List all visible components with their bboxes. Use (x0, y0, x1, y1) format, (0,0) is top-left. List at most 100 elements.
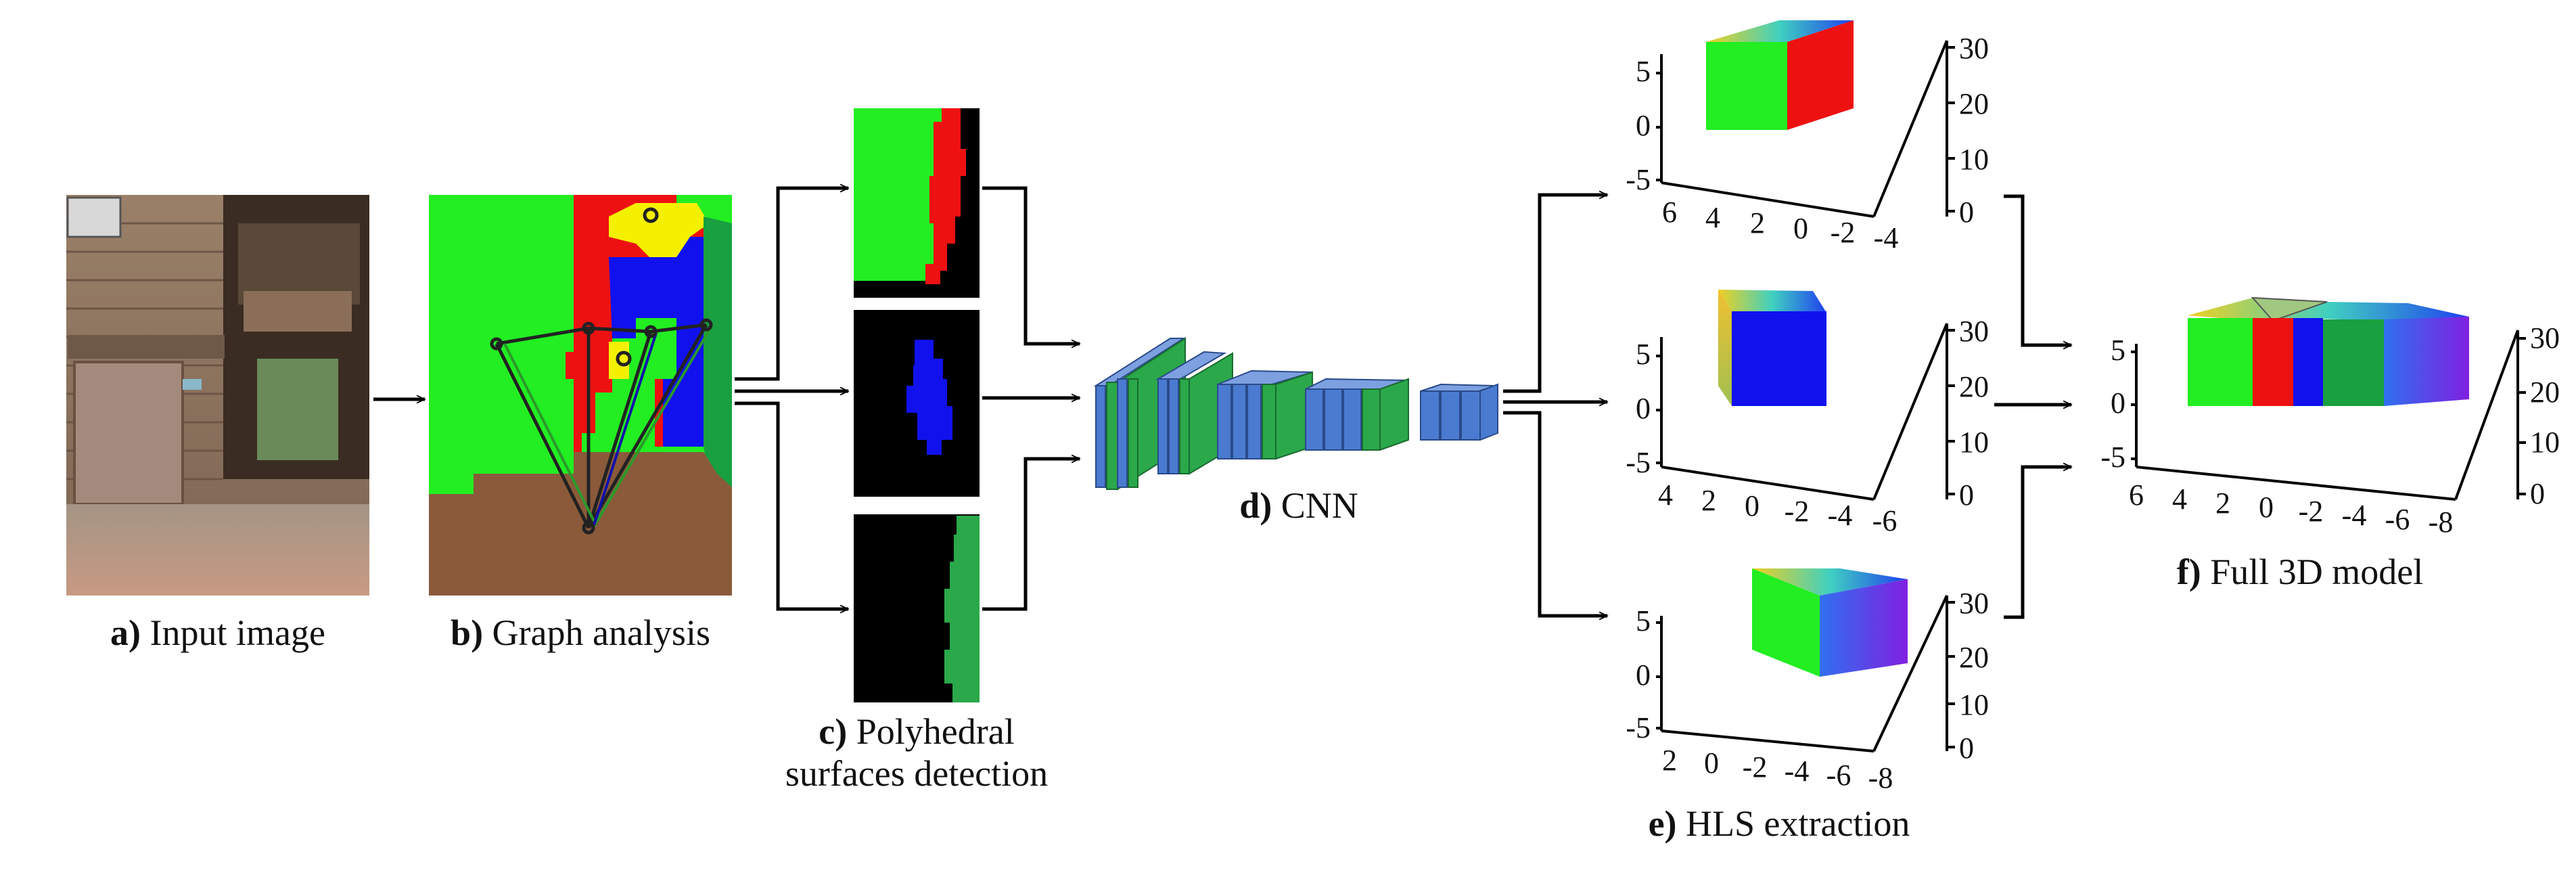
arrow-c1-to-d (982, 186, 1080, 344)
caption-text-d: CNN (1281, 485, 1358, 526)
caption-input-image: a) Input image (66, 612, 369, 654)
caption-letter-f: f) (2176, 552, 2201, 592)
e2-y-tick-3: 0 (1959, 478, 1974, 512)
caption-full-3d-model: f) Full 3D model (2124, 551, 2476, 593)
f-x-tick-5: -4 (2342, 499, 2367, 532)
hls-plot-3: 5 0 -5 2 0 -2 -4 -6 -8 30 20 10 0 (1626, 568, 1989, 794)
graph-analysis-segmentation (429, 195, 732, 596)
e2-x-tick-3: -2 (1785, 495, 1810, 528)
e3-x-tick-4: -6 (1826, 759, 1852, 792)
e2-z-tick-0: 5 (1636, 338, 1651, 371)
e3-y-tick-3: 0 (1959, 732, 1974, 765)
e2-x-tick-0: 4 (1658, 478, 1673, 512)
input-image (66, 195, 369, 596)
f-y-tick-2: 10 (2530, 426, 2560, 459)
cnn-network (1093, 337, 1498, 491)
e2-x-tick-5: -6 (1872, 504, 1898, 537)
e1-y-tick-2: 10 (1959, 143, 1989, 176)
e1-y-tick-3: 0 (1959, 196, 1974, 229)
e3-x-tick-5: -8 (1868, 761, 1893, 794)
f-y-tick-3: 0 (2530, 477, 2545, 510)
caption-text-c2: surfaces detection (785, 753, 1049, 794)
arrow-c3-to-d (982, 459, 1080, 611)
e3-z-tick-2: -5 (1626, 711, 1651, 744)
e2-y-tick-1: 20 (1959, 370, 1989, 403)
cnn-block-3 (1217, 369, 1313, 460)
f-z-tick-1: 0 (2111, 386, 2125, 420)
caption-cnn: d) CNN (1191, 485, 1407, 526)
f-z-tick-2: -5 (2100, 441, 2125, 474)
caption-letter-a: a) (110, 612, 141, 653)
e1-x-tick-2: 2 (1750, 206, 1765, 240)
arrow-e3-to-f (2004, 467, 2071, 619)
e3-y-tick-2: 10 (1959, 688, 1989, 721)
e1-x-tick-4: -2 (1831, 216, 1856, 249)
caption-hls-extraction: e) HLS extraction (1596, 803, 1962, 845)
e3-z-tick-0: 5 (1636, 604, 1651, 637)
caption-text-e: HLS extraction (1686, 803, 1910, 844)
cnn-block-4 (1305, 378, 1409, 451)
e1-z-tick-2: -5 (1626, 163, 1651, 196)
e2-y-tick-0: 30 (1959, 315, 1989, 348)
e1-z-tick-0: 5 (1636, 55, 1651, 88)
caption-graph-analysis: b) Graph analysis (406, 612, 755, 654)
cnn-block-5 (1420, 383, 1498, 441)
f-x-tick-1: 4 (2172, 483, 2187, 516)
surface-tile-dark-green (854, 514, 980, 702)
f-x-tick-3: 0 (2259, 491, 2274, 524)
hls-plot-2: 5 0 -5 4 2 0 -2 -4 -6 30 20 10 0 (1626, 290, 1989, 537)
e2-x-tick-1: 2 (1701, 484, 1716, 517)
surface-tile-red-green (854, 108, 980, 298)
caption-letter-b: b) (451, 612, 484, 653)
caption-text-a: Input image (150, 612, 325, 653)
e1-x-tick-0: 6 (1662, 196, 1677, 229)
f-y-tick-1: 20 (2530, 376, 2560, 409)
cube-green-blue (1752, 568, 1908, 677)
arrow-e1-to-f (2004, 194, 2071, 345)
arrow-b-to-c1 (735, 188, 848, 381)
e2-z-tick-1: 0 (1636, 392, 1651, 425)
e2-z-tick-2: -5 (1626, 446, 1651, 479)
e1-x-tick-5: -4 (1874, 221, 1899, 254)
e1-x-tick-1: 4 (1705, 201, 1720, 234)
caption-letter-c: c) (819, 711, 848, 752)
e3-z-tick-1: 0 (1636, 658, 1651, 692)
e2-x-tick-2: 0 (1745, 489, 1760, 522)
f-x-tick-7: -8 (2429, 506, 2454, 539)
e2-x-tick-4: -4 (1828, 499, 1853, 532)
e1-x-tick-3: 0 (1793, 212, 1808, 245)
f-y-tick-0: 30 (2530, 321, 2560, 355)
caption-polyhedral-surfaces: c) Polyhedral surfaces detection (731, 711, 1103, 794)
f-x-tick-0: 6 (2129, 478, 2144, 512)
f-x-tick-4: -2 (2299, 495, 2324, 528)
e1-z-tick-1: 0 (1636, 109, 1651, 142)
f-x-tick-6: -6 (2385, 503, 2410, 536)
e3-y-tick-0: 30 (1959, 587, 1989, 620)
full-3d-model-plot: 5 0 -5 6 4 2 0 -2 -4 -6 -8 30 20 10 0 (2100, 296, 2560, 539)
caption-letter-d: d) (1239, 485, 1272, 526)
caption-text-b: Graph analysis (492, 612, 710, 653)
caption-text-c1: Polyhedral (856, 711, 1015, 752)
cube-green-red (1706, 20, 1854, 130)
f-x-tick-2: 2 (2215, 487, 2230, 520)
e3-x-tick-0: 2 (1662, 744, 1677, 777)
e3-x-tick-1: 0 (1704, 746, 1719, 780)
cube-blue (1718, 290, 1826, 406)
e3-x-tick-2: -2 (1743, 750, 1768, 784)
arrow-b-to-c3 (735, 401, 848, 609)
caption-text-f: Full 3D model (2210, 552, 2424, 592)
arrow-d-to-e3 (1503, 411, 1607, 616)
full-3d-model-shapes (2188, 296, 2469, 406)
e1-y-tick-1: 20 (1959, 87, 1989, 120)
arrows (373, 188, 2071, 617)
hls-plot-1: 5 0 -5 6 4 2 0 -2 -4 30 20 10 0 (1626, 20, 1989, 254)
e3-y-tick-1: 20 (1959, 641, 1989, 674)
e1-y-tick-0: 30 (1959, 32, 1989, 65)
arrow-d-to-e1 (1503, 195, 1607, 393)
e2-y-tick-2: 10 (1959, 426, 1989, 459)
caption-letter-e: e) (1648, 803, 1677, 844)
surface-tile-blue (854, 310, 980, 497)
f-z-tick-0: 5 (2111, 334, 2125, 367)
e3-x-tick-3: -4 (1785, 755, 1810, 788)
